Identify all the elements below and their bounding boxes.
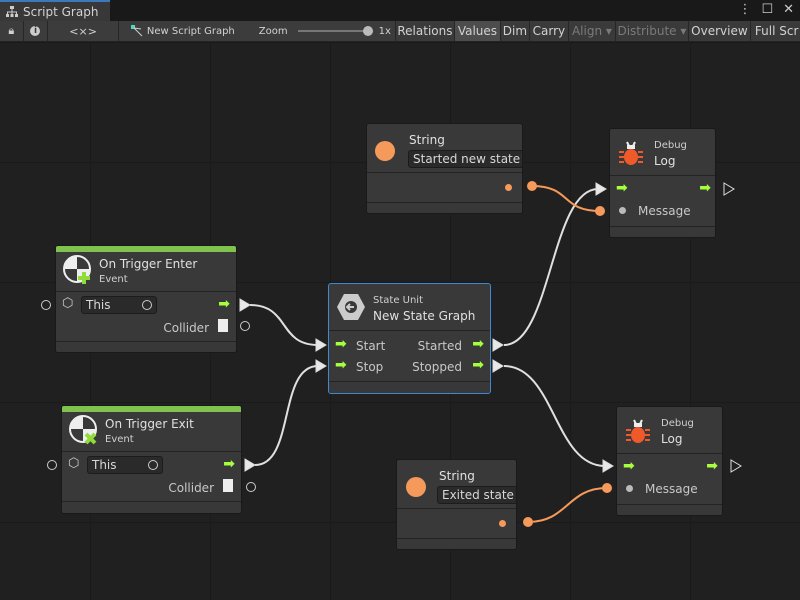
zoom-slider[interactable] (297, 26, 373, 36)
string-output-port[interactable] (505, 184, 512, 191)
fullscreen-button[interactable]: Full Scr (750, 21, 800, 41)
string-icon (375, 141, 395, 161)
toolbar: 🔒︎ i <×> New Script Graph Zoom 1x Relati… (0, 21, 800, 42)
gameobject-cube-icon: ⬡ (68, 456, 80, 471)
control-output-icon[interactable]: ➡ (706, 458, 718, 474)
tab-script-graph[interactable]: Script Graph (0, 0, 110, 21)
string-node[interactable]: String Exited state (396, 459, 517, 550)
trigger-output-icon[interactable]: ➡ (218, 296, 230, 312)
on-trigger-exit-node[interactable]: On Trigger Exit Event ⬡ This ➡ Collider (61, 405, 242, 514)
zoom-value: 1x (378, 25, 391, 37)
more-menu-icon[interactable]: ⋮ (738, 2, 752, 17)
lock-icon: 🔒︎ (8, 24, 15, 37)
tab-title: Script Graph (23, 4, 99, 19)
debug-log-node[interactable]: Debug Log ➡ ➡ Message (609, 128, 716, 238)
string-icon (406, 477, 426, 497)
stopped-output-icon[interactable]: ➡ (472, 357, 484, 373)
dim-button[interactable]: Dim (500, 21, 530, 41)
collider-file-icon (223, 479, 233, 492)
bug-icon (619, 141, 643, 165)
carry-button[interactable]: Carry (529, 21, 569, 41)
bug-icon (626, 419, 650, 443)
control-output-icon[interactable]: ➡ (699, 180, 711, 196)
info-icon: i (30, 26, 41, 36)
overview-button[interactable]: Overview (688, 21, 751, 41)
target-field[interactable]: This (81, 296, 157, 314)
info-button[interactable]: i (24, 21, 49, 41)
hierarchy-icon (6, 5, 18, 17)
string-output-port[interactable] (499, 520, 506, 527)
relations-button[interactable]: Relations (395, 21, 455, 41)
debug-log-node[interactable]: Debug Log ➡ ➡ Message (616, 406, 723, 516)
event-exit-icon (69, 415, 97, 445)
lock-button[interactable]: 🔒︎ (0, 21, 24, 41)
breadcrumb[interactable]: New Script Graph (130, 25, 235, 37)
variables-button[interactable]: <×> (48, 21, 119, 41)
started-output-icon[interactable]: ➡ (472, 336, 484, 352)
object-picker-icon[interactable] (148, 460, 158, 470)
string-value-field[interactable]: Exited state (437, 486, 516, 504)
zoom-label: Zoom (258, 25, 288, 37)
control-input-icon[interactable]: ➡ (616, 180, 628, 196)
control-input-icon[interactable]: ➡ (623, 458, 635, 474)
object-picker-icon[interactable] (142, 300, 152, 310)
start-input-icon[interactable]: ➡ (335, 336, 347, 352)
collider-file-icon (218, 319, 228, 332)
string-node[interactable]: String Started new state! (366, 123, 523, 214)
message-port-icon (619, 207, 626, 214)
message-port-icon (626, 485, 633, 492)
event-enter-icon (63, 255, 91, 284)
gameobject-cube-icon: ⬡ (62, 296, 74, 311)
distribute-dropdown[interactable]: Distribute ▾ (615, 21, 689, 41)
align-dropdown[interactable]: Align ▾ (568, 21, 616, 41)
maximize-icon[interactable]: ☐ (761, 2, 774, 17)
stop-input-icon[interactable]: ➡ (335, 357, 347, 373)
state-unit-node[interactable]: State Unit New State Graph ➡ Start ➡ Sto… (328, 283, 491, 394)
tab-bar: Script Graph ⋮ ☐ ✕ (0, 0, 800, 21)
trigger-output-icon[interactable]: ➡ (223, 456, 235, 472)
values-button[interactable]: Values (454, 21, 501, 41)
close-icon[interactable]: ✕ (783, 2, 794, 17)
target-field[interactable]: This (87, 456, 163, 474)
zoom-slider-handle[interactable] (362, 26, 373, 36)
on-trigger-enter-node[interactable]: On Trigger Enter Event ⬡ This ➡ Collider (55, 245, 237, 353)
state-graph-icon (337, 294, 365, 320)
graph-icon (130, 25, 143, 37)
string-value-field[interactable]: Started new state! (408, 150, 522, 168)
